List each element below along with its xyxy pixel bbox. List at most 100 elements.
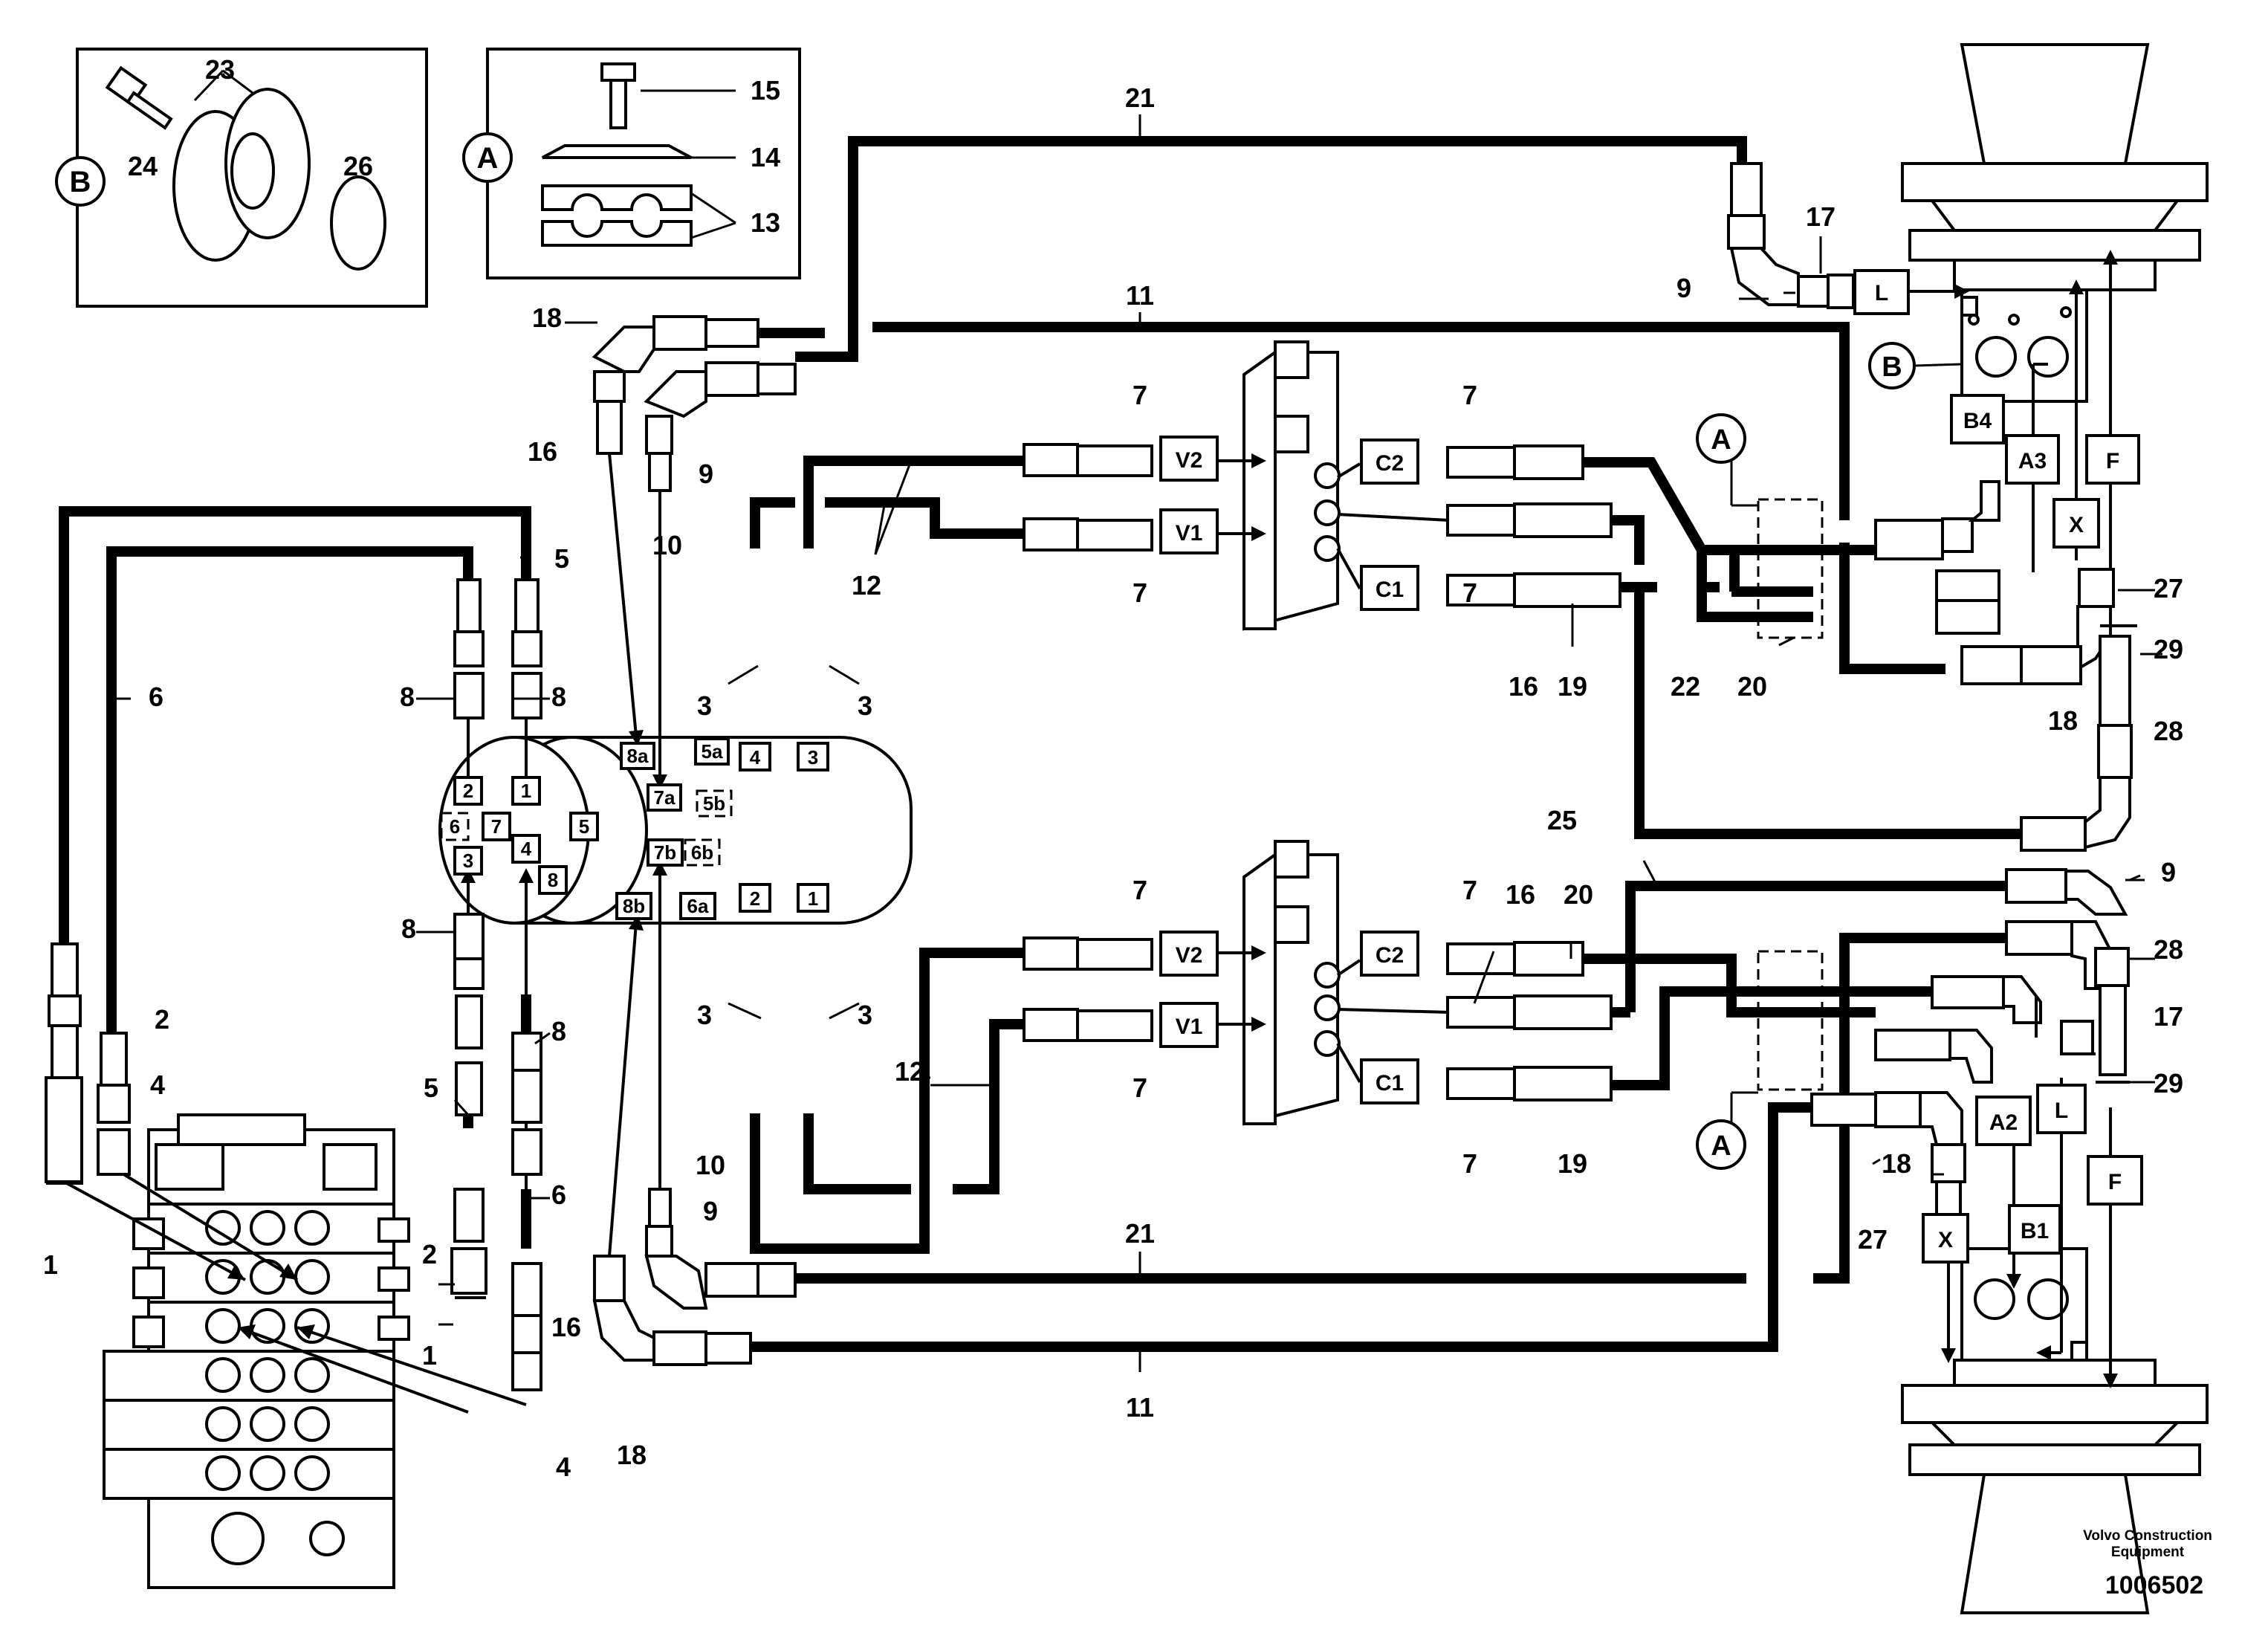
- callout-number: 1: [422, 1340, 437, 1371]
- callout-number: 1: [43, 1249, 58, 1280]
- clamp-plate-14: [542, 144, 692, 159]
- callout-number: 9: [703, 1196, 718, 1226]
- callout-number: 9: [699, 459, 713, 489]
- upper-brake-valve: [1242, 340, 1341, 631]
- clamp-zone-a-lower: [1757, 950, 1824, 1091]
- svg-text:15: 15: [751, 75, 780, 106]
- port-label: 2: [750, 887, 760, 910]
- callout-number: 21: [1125, 82, 1155, 113]
- document-number: 1006502: [2105, 1571, 2204, 1599]
- port-label: 8a: [627, 745, 649, 767]
- svg-text:14: 14: [751, 142, 780, 172]
- valve-section-2: [147, 1252, 395, 1304]
- port-label: 5b: [703, 792, 725, 815]
- callout-number: 4: [556, 1452, 571, 1482]
- callout-number: 16: [1506, 879, 1535, 910]
- upper-valve-fittings: [1023, 443, 1621, 608]
- port-label: 8b: [623, 895, 645, 917]
- callout-number: 8: [401, 913, 416, 944]
- port-label: 7a: [654, 786, 675, 809]
- upper-valve-box-label: V1: [1176, 521, 1203, 546]
- callout-number: 28: [2154, 934, 2183, 965]
- callout-number: 6: [551, 1180, 566, 1210]
- port-label: 3: [463, 850, 473, 872]
- callout-number: 27: [1858, 1224, 1888, 1255]
- reference-circle-label: B: [1882, 352, 1902, 383]
- port-label: 4: [521, 838, 532, 860]
- svg-text:13: 13: [751, 207, 780, 238]
- svg-text:24: 24: [128, 151, 158, 181]
- callout-number: 7: [1462, 380, 1477, 410]
- callout-number: 27: [2154, 573, 2183, 604]
- callout-number: 19: [1558, 671, 1587, 702]
- callout-number: 12: [895, 1056, 924, 1087]
- callout-number: 10: [652, 530, 682, 560]
- clamp-halves-13: [541, 184, 693, 247]
- upper-valve-box-label: C1: [1376, 578, 1404, 602]
- callout-number: 7: [1462, 875, 1477, 905]
- callout-number: 29: [2154, 634, 2183, 664]
- callout-number: 17: [2154, 1001, 2183, 1032]
- callout-number: 7: [1133, 578, 1147, 608]
- callout-number: 11: [1126, 280, 1154, 311]
- port-label: 7: [491, 815, 502, 838]
- callout-number: 8: [551, 682, 566, 712]
- callout-number: 11: [1126, 1392, 1154, 1423]
- motor-port-label: B4: [1963, 409, 1992, 433]
- port-label: 5a: [702, 740, 723, 763]
- callout-number: 18: [1882, 1148, 1911, 1179]
- motor-port-label: F: [2108, 1170, 2122, 1194]
- center-hoses: [450, 578, 542, 1391]
- port-label: 1: [808, 887, 818, 910]
- callout-number: 28: [2154, 716, 2183, 746]
- port-label: 5: [579, 815, 589, 838]
- port-label: 3: [808, 746, 818, 769]
- lower-brake-valve: [1242, 840, 1341, 1126]
- port-label: 2: [463, 780, 473, 802]
- callout-number: 4: [150, 1070, 165, 1100]
- callout-number: 20: [1737, 671, 1767, 702]
- port-label: 6a: [687, 895, 709, 917]
- detail-b: B 23 24 26: [55, 48, 428, 308]
- callout-number: 9: [1676, 273, 1691, 303]
- callout-number: 5: [554, 543, 569, 574]
- svg-text:23: 23: [205, 54, 235, 85]
- boxed-labels: [440, 269, 2143, 1264]
- upper-valve-box-label: V2: [1176, 448, 1203, 473]
- callout-number: 2: [155, 1004, 169, 1035]
- bolt-24: [105, 65, 173, 130]
- callout-number: 8: [551, 1016, 566, 1046]
- callout-number: 3: [858, 690, 872, 721]
- port-label: 4: [750, 746, 761, 769]
- valve-section-5: [103, 1399, 395, 1451]
- detail-b-circle-label: B: [70, 166, 91, 198]
- reference-circle-label: A: [1711, 424, 1731, 456]
- callout-number: 17: [1806, 201, 1836, 232]
- port-label: 1: [521, 780, 531, 802]
- callout-number: 16: [1509, 671, 1538, 702]
- clamp-bolt-15: [600, 62, 636, 129]
- split-flange-23: [172, 88, 311, 262]
- motor-port-label: L: [2055, 1099, 2068, 1123]
- callout-number: 3: [858, 1000, 872, 1030]
- lower-valve-box-label: V1: [1176, 1015, 1203, 1039]
- callout-number: 7: [1133, 380, 1147, 410]
- callout-number: 7: [1462, 578, 1477, 608]
- callout-number: 6: [149, 682, 163, 712]
- callout-number: 21: [1125, 1218, 1155, 1249]
- control-valve-block: [103, 1113, 410, 1589]
- fittings-left: [45, 942, 131, 1185]
- clamp-zone-a-upper: [1757, 498, 1824, 639]
- callout-number: 20: [1564, 879, 1593, 910]
- company-line-2: Equipment: [2110, 1544, 2185, 1560]
- valve-section-3: [147, 1301, 395, 1353]
- upper-valve-box-label: C2: [1376, 451, 1404, 476]
- port-label: 6b: [691, 841, 713, 864]
- lower-motor-plumbing: [1810, 868, 2130, 1388]
- valve-section-6: [103, 1448, 395, 1500]
- callout-number: 18: [2048, 705, 2078, 736]
- callout-number: 22: [1671, 671, 1700, 702]
- lower-valve-box-label: V2: [1176, 943, 1203, 968]
- callout-number: 10: [696, 1150, 725, 1180]
